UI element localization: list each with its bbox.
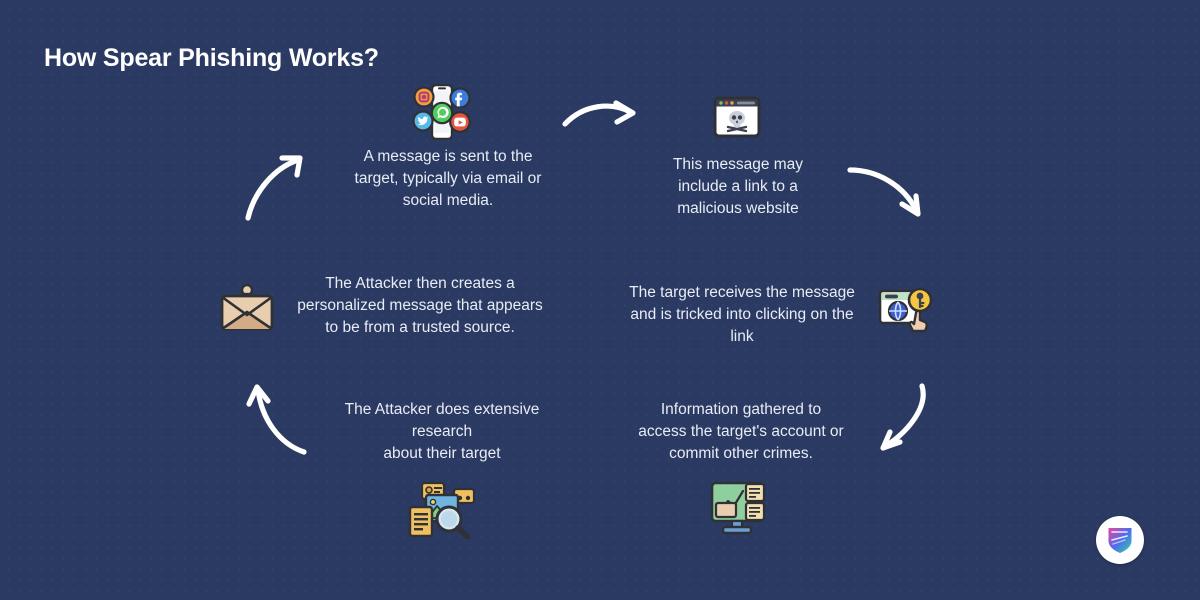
shield-icon	[1108, 528, 1132, 553]
shield-logo[interactable]	[1096, 516, 1144, 564]
step-2-text: This message may include a link to a mal…	[672, 156, 804, 217]
browser-globe-click-key-icon	[878, 285, 934, 333]
step-6-text: The Attacker then creates a personalized…	[297, 275, 543, 336]
research-magnifier-documents-icon	[408, 481, 476, 539]
arrow-step1-to-step2	[562, 96, 644, 140]
step-3-text: The target receives the message and is t…	[629, 284, 855, 345]
arrow-step5-to-step6	[242, 152, 308, 224]
page-title: How Spear Phishing Works?	[44, 44, 379, 72]
phone-social-media-icon	[411, 84, 473, 140]
malicious-website-browser-icon	[713, 96, 761, 138]
envelope-person-icon	[219, 282, 275, 332]
step-1-text: A message is sent to the target, typical…	[354, 148, 542, 209]
step-5-text: The Attacker does extensive research abo…	[344, 401, 540, 462]
step-4-text: Information gathered to access the targe…	[638, 401, 844, 462]
arrow-step3-to-step4	[872, 380, 934, 460]
arrow-step4-to-step5	[246, 382, 312, 462]
data-exfiltration-monitor-icon	[710, 481, 772, 537]
arrow-step2-to-step3	[846, 158, 932, 224]
